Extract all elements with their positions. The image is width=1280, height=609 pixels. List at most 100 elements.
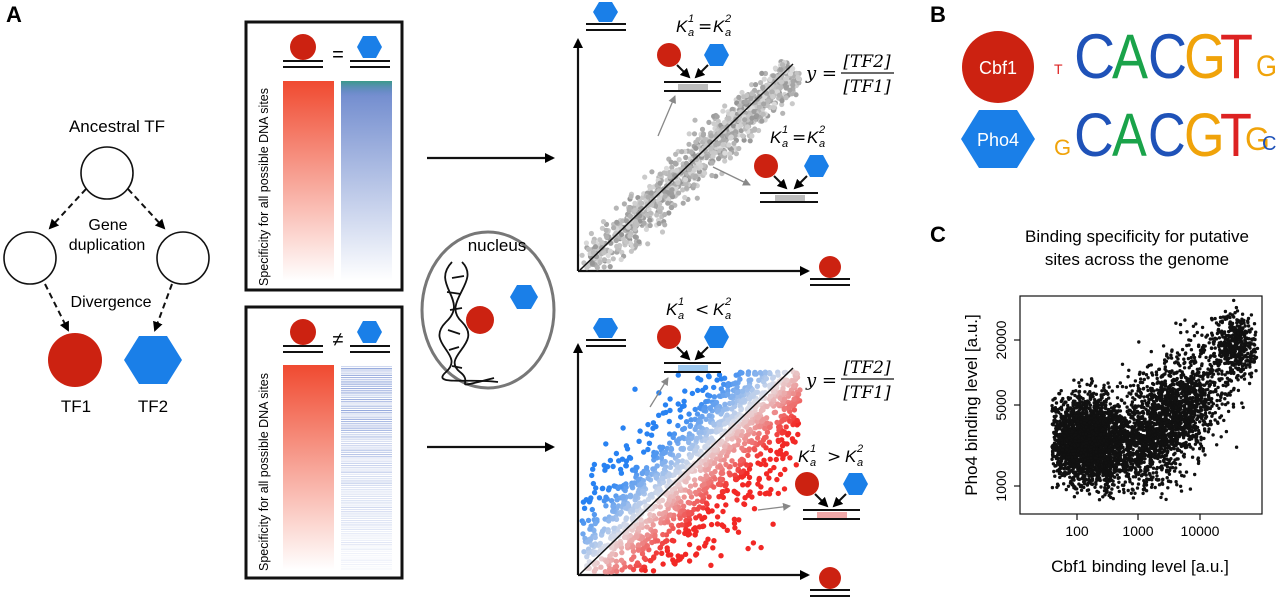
top-scatter-point	[584, 240, 589, 245]
bottom-scatter-point	[767, 440, 772, 445]
top-scatter-point	[628, 214, 633, 219]
bottom-scatter-point	[760, 406, 765, 411]
bottom-plot-tf2-icon	[586, 318, 626, 346]
bottom-scatter-point	[640, 541, 645, 546]
bottom-scatter-point	[768, 448, 773, 453]
panel-c-scatter-point	[1096, 414, 1099, 417]
top-scatter-point	[741, 94, 746, 99]
bottom-scatter-point	[659, 551, 664, 556]
tf2-specificity-stripe	[341, 406, 392, 407]
bottom-scatter-point	[593, 566, 598, 571]
bottom-scatter-point	[621, 501, 626, 506]
panel-c-scatter-point	[1063, 474, 1066, 477]
bottom-scatter-point	[672, 561, 677, 566]
top-scatter-point	[787, 88, 792, 93]
top-scatter-point	[691, 182, 696, 187]
panel-c-scatter-point	[1083, 390, 1086, 393]
bottom-scatter-point	[678, 414, 683, 419]
bottom-scatter-point	[651, 568, 656, 573]
bottom-scatter-point	[752, 506, 757, 511]
bottom-pointer-greater	[758, 506, 790, 510]
bottom-scatter-point	[618, 541, 623, 546]
bottom-scatter-point	[749, 440, 754, 445]
bottom-scatter-point	[695, 506, 700, 511]
tf2-specificity-stripe	[341, 485, 392, 486]
bottom-scatter-point	[703, 540, 708, 545]
top-scatter-point	[601, 250, 606, 255]
panel-c-scatter-point	[1085, 383, 1088, 386]
bottom-scatter-point	[684, 419, 689, 424]
top-scatter-point	[602, 264, 607, 269]
top-eq-denominator: [TF1]	[843, 77, 891, 97]
bottom-scatter-point	[712, 448, 717, 453]
bottom-scatter-point	[778, 472, 783, 477]
bottom-scatter-point	[718, 427, 723, 432]
bottom-scatter-point	[757, 491, 762, 496]
tf2-specificity-stripe	[341, 463, 392, 464]
top-scatter-point	[658, 172, 663, 177]
bottom-scatter-point	[751, 392, 756, 397]
panel-c-scatter-point	[1058, 476, 1061, 479]
bottom-scatter-point	[791, 391, 796, 396]
bottom-scatter-point	[606, 529, 611, 534]
bottom-scatter-point	[619, 550, 624, 555]
bottom-k-greater: K 1 a > K 2 a	[798, 443, 863, 469]
tf2-gradient-bar-top-tint	[341, 81, 392, 97]
bottom-scatter-point	[697, 424, 702, 429]
right-duplicate-circle	[157, 232, 209, 284]
panel-c-scatter-point	[1073, 495, 1076, 498]
bottom-scatter-point	[678, 556, 683, 561]
bottom-scatter-point	[718, 553, 723, 558]
bottom-scatter-point	[615, 486, 620, 491]
top-scatter-point	[716, 156, 721, 161]
top-scatter-point	[783, 76, 788, 81]
top-scatter-point	[644, 212, 649, 217]
bottom-scatter-point	[687, 558, 692, 563]
bottom-scatter-point	[610, 464, 615, 469]
bottom-scatter-point	[687, 542, 692, 547]
bottom-scatter-point	[757, 424, 762, 429]
bottom-scatter-point	[695, 411, 700, 416]
bottom-scatter-point	[710, 454, 715, 459]
top-scatter-point	[788, 71, 793, 76]
top-scatter-point	[600, 240, 605, 245]
bottom-scatter-point	[586, 518, 591, 523]
tf2-specificity-stripe	[341, 496, 392, 497]
bottom-scatter-point	[749, 494, 754, 499]
panel-c-scatter-point	[1067, 485, 1070, 488]
bottom-scatter-point	[763, 370, 768, 375]
top-scatter-point	[589, 231, 594, 236]
pho4-motif-logo: G C A C G T G C	[1054, 101, 1276, 169]
tf2-specificity-stripe	[341, 443, 392, 444]
bottom-scatter-point	[698, 377, 703, 382]
bottom-scatter-point	[748, 420, 753, 425]
panel-c-scatter-point	[1080, 489, 1083, 492]
bottom-scatter-point	[733, 477, 738, 482]
bottom-scatter-point	[665, 545, 670, 550]
top-scatter-point	[619, 257, 624, 262]
panel-c-scatter-point	[1076, 426, 1079, 429]
tf2-specificity-stripe	[341, 520, 392, 521]
top-eq-numerator: [TF2]	[843, 52, 891, 72]
top-scatter-point	[669, 187, 674, 192]
bottom-scatter-point	[592, 512, 597, 517]
pho4-label: Pho4	[977, 130, 1019, 150]
panel-c-scatter-point	[1070, 392, 1073, 395]
dup-arrow-right	[128, 189, 164, 228]
bottom-scatter-point	[658, 545, 663, 550]
bottom-scatter-point	[609, 551, 614, 556]
panel-c-scatter-point	[1081, 448, 1084, 451]
bottom-scatter-point	[621, 495, 626, 500]
panel-c-scatter-point	[1107, 425, 1110, 428]
panel-c-scatter-point	[1051, 398, 1054, 401]
bottom-scatter-point	[784, 424, 789, 429]
top-scatter-point	[731, 141, 736, 146]
tf2-specificity-stripe	[341, 535, 392, 536]
tf2-specificity-stripe	[341, 375, 392, 376]
panel-c-scatter-point	[1093, 398, 1096, 401]
panel-c-scatter-point	[1095, 479, 1098, 482]
top-scatter-point	[710, 154, 715, 159]
panel-c-scatter-point	[1051, 486, 1054, 489]
panel-c-scatter-point	[1063, 470, 1066, 473]
panel-c-scatter-point	[1091, 379, 1094, 382]
